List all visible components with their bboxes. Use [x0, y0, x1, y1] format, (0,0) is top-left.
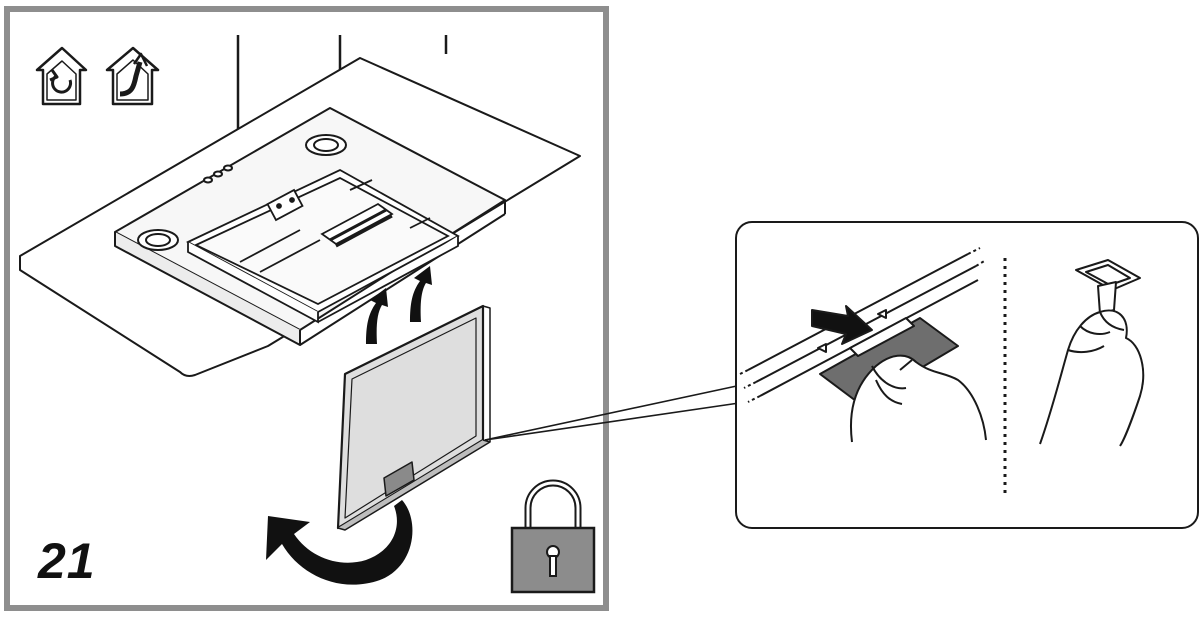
ducted-exhaust-mode-icon	[105, 46, 160, 106]
pull-tab-detail	[1039, 259, 1145, 447]
recirculation-mode-icon	[35, 46, 88, 106]
step-number: 21	[38, 533, 96, 589]
padlock-icon	[510, 479, 596, 594]
callout-lines	[484, 383, 747, 441]
insert-direction-arrows	[366, 266, 432, 344]
control-buttons	[203, 164, 233, 184]
press-latch-detail	[739, 247, 987, 443]
grease-filter-panel	[336, 304, 491, 531]
swing-close-arrow	[266, 500, 413, 585]
detail-callout-panel	[735, 221, 1199, 529]
filter-frame-recess	[186, 168, 460, 324]
wall-cabinets	[236, 35, 448, 140]
